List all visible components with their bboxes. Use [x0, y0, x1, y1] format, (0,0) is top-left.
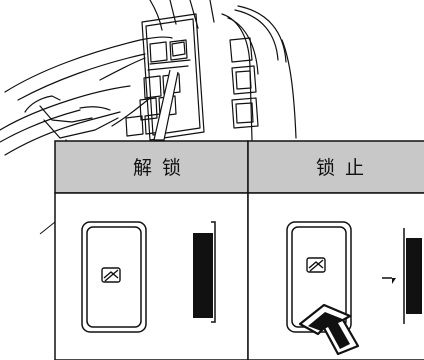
unlock-switch-side-view [193, 221, 216, 323]
window-lock-symbol-icon [101, 267, 121, 283]
left-edge-tick [39, 221, 56, 235]
unlock-switch [81, 221, 147, 333]
unlock-header-label: 解锁 [133, 157, 191, 179]
door-trim-illustration [0, 0, 297, 156]
lock-header-cell [247, 140, 424, 194]
callout-pointer [153, 69, 179, 141]
unlock-header-cell [54, 140, 249, 194]
arrow-up-icon [298, 303, 360, 356]
window-lock-symbol-icon [306, 257, 326, 273]
lock-switch-side-view [382, 228, 422, 324]
lock-switch [286, 221, 360, 356]
lock-header-label: 锁止 [316, 157, 374, 179]
